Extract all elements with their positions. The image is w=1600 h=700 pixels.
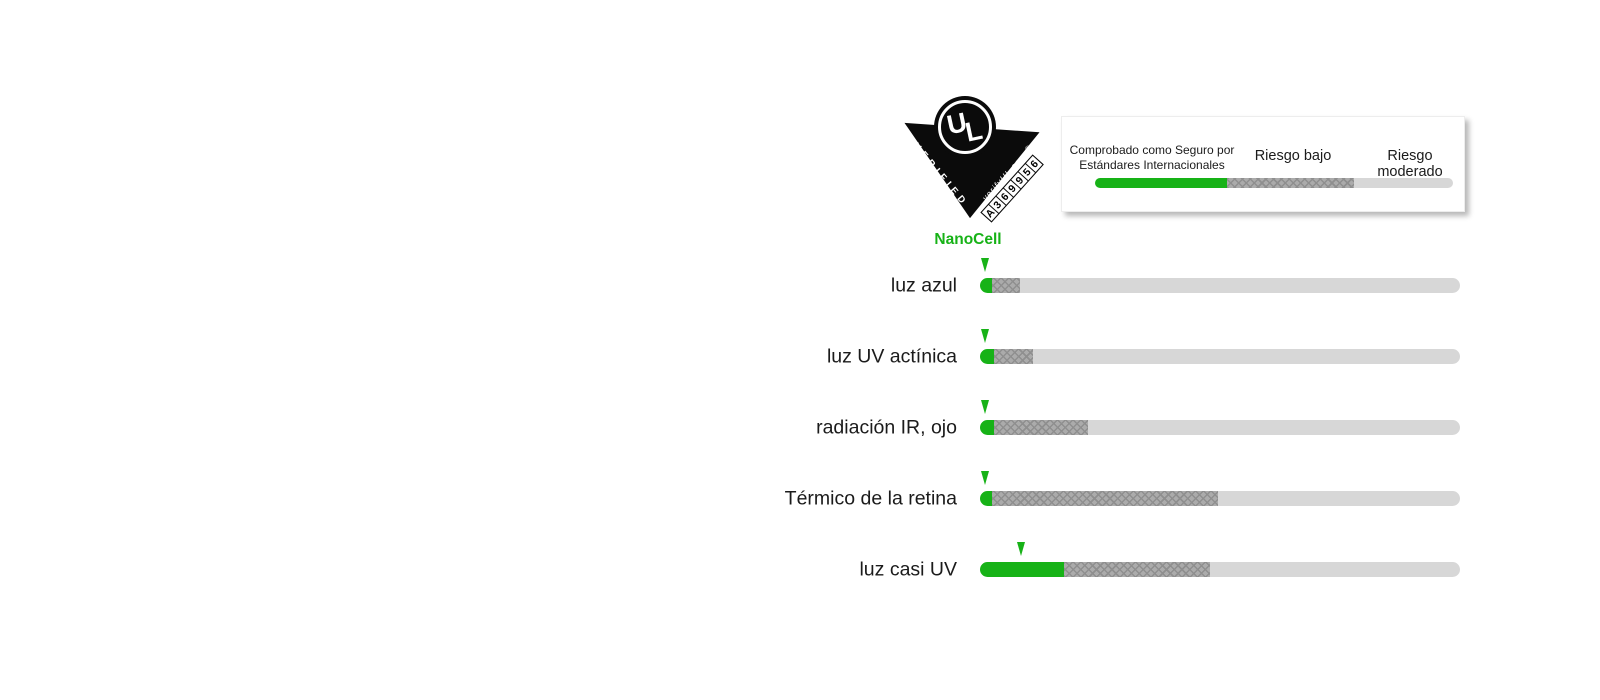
nanocell-marker-icon	[980, 471, 989, 485]
legend-low-risk-segment	[1226, 178, 1355, 188]
low-risk-segment	[992, 491, 1218, 506]
legend-safe-label: Comprobado como Seguro por Estándares In…	[1067, 143, 1237, 173]
moderate-risk-segment	[1210, 562, 1460, 577]
legend-box: Comprobado como Seguro por Estándares In…	[1061, 116, 1465, 212]
nanocell-marker-icon	[980, 400, 989, 414]
legend-safe-line2: Estándares Internacionales	[1079, 158, 1225, 172]
low-risk-segment	[994, 420, 1088, 435]
safe-segment	[980, 420, 995, 435]
moderate-risk-segment	[1019, 278, 1460, 293]
moderate-risk-segment	[1032, 349, 1460, 364]
safe-segment	[980, 278, 992, 293]
category-label: luz UV actínica	[826, 345, 957, 367]
risk-bar	[980, 542, 1460, 577]
ul-logo-ring	[938, 100, 992, 154]
category-label: radiación IR, ojo	[816, 416, 957, 438]
low-risk-segment	[992, 278, 1020, 293]
legend-bar	[1095, 178, 1453, 188]
series-label: NanoCell	[934, 231, 1002, 248]
bar-row: luz azul	[0, 258, 1600, 296]
legend-moderate-risk-segment	[1354, 178, 1453, 188]
bar-row: radiación IR, ojo	[0, 400, 1600, 438]
moderate-risk-segment	[1217, 491, 1460, 506]
legend-moderate-risk-label: Riesgo moderado	[1377, 148, 1443, 180]
low-risk-segment	[994, 349, 1033, 364]
risk-bar	[980, 329, 1460, 364]
risk-bar	[980, 400, 1460, 435]
risk-bar	[980, 258, 1460, 293]
bar-row: Térmico de la retina	[0, 471, 1600, 509]
category-label: Térmico de la retina	[784, 487, 957, 509]
low-risk-segment	[1064, 562, 1211, 577]
nanocell-marker-icon	[1017, 542, 1026, 556]
safe-segment	[980, 349, 995, 364]
legend-low-risk-label: Riesgo bajo	[1254, 148, 1332, 164]
nanocell-marker-icon	[980, 329, 989, 343]
legend-safe-line1: Comprobado como Seguro por	[1069, 143, 1235, 157]
nanocell-marker-icon	[980, 258, 989, 272]
bar-row: luz UV actínica	[0, 329, 1600, 367]
moderate-risk-segment	[1087, 420, 1460, 435]
risk-bar	[980, 471, 1460, 506]
bar-row: luz casi UV	[0, 542, 1600, 580]
category-label: luz casi UV	[859, 558, 957, 580]
safe-segment	[980, 491, 992, 506]
category-label: luz azul	[890, 274, 957, 296]
safe-segment	[980, 562, 1064, 577]
legend-safe-segment	[1095, 178, 1227, 188]
